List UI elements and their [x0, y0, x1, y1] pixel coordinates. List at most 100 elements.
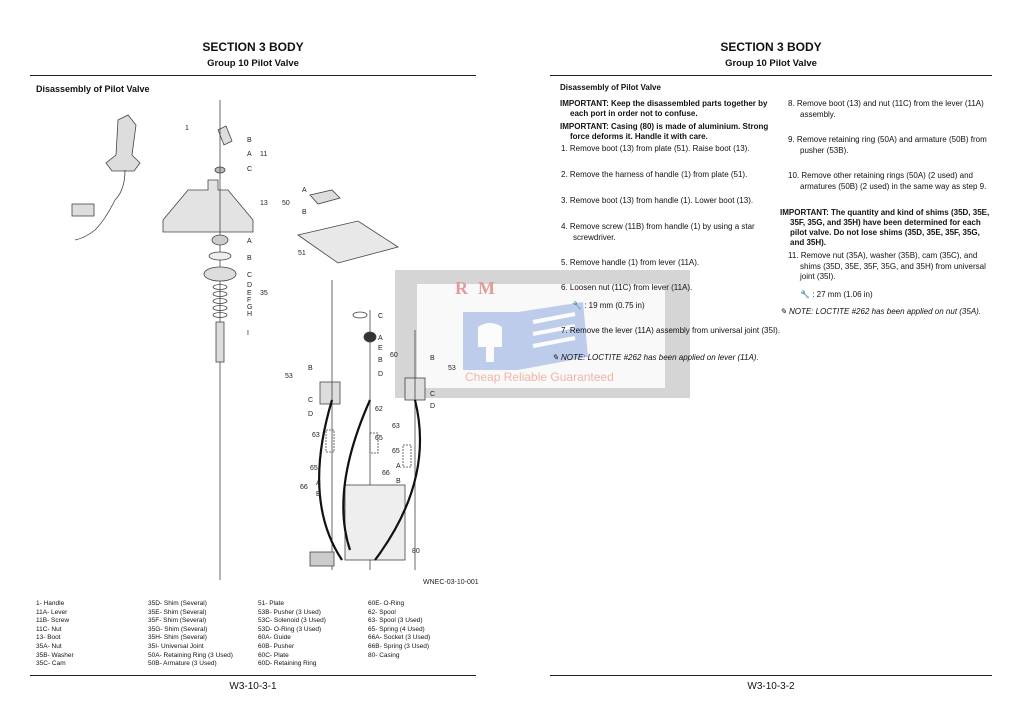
callout: 63 [312, 432, 320, 439]
callout: 11 [260, 151, 267, 158]
step: 11. Remove nut (35A), washer (35B), cam … [788, 251, 986, 281]
step: 3. Remove boot (13) from handle (1). Low… [561, 196, 754, 205]
pilot-valve-exploded-diagram: 1 B A 11 C 13 A B C D E 35 F G H I A 50 … [71, 100, 479, 586]
watermark-tagline: Cheap Reliable Guaranteed [465, 370, 614, 384]
figure-code: WNEC-03-10-001 [423, 579, 479, 586]
legend-item: 53C- Solenoid (3 Used) [258, 617, 326, 625]
callout: I [247, 330, 249, 337]
callout: B [378, 357, 383, 364]
callout: C [247, 166, 252, 173]
callout: A [396, 463, 401, 470]
callout: 63 [392, 423, 400, 430]
legend-item: 63- Spool (3 Used) [368, 617, 423, 625]
step: 6. Loosen nut (11C) from lever (11A). [561, 283, 693, 292]
callout: A [247, 238, 252, 245]
legend-item: 50B- Armature (3 Used) [148, 660, 217, 668]
callout: 50 [282, 200, 290, 207]
legend-item: 53D- O-Ring (3 Used) [258, 625, 322, 633]
callout: A [247, 151, 252, 158]
pencil-icon: ✎ [780, 307, 787, 316]
important-note: IMPORTANT: Casing (80) is made of alumin… [560, 122, 769, 141]
step: 4. Remove screw (11B) from handle (1) by… [561, 222, 755, 242]
step: 7. Remove the lever (11A) assembly from … [561, 326, 781, 335]
diagram-callouts: 1 B A 11 C 13 A B C D E 35 F G H I A 50 … [185, 125, 479, 586]
callout: B [247, 255, 252, 262]
step: 8. Remove boot (13) and nut (11C) from t… [788, 99, 984, 119]
group-title: Group 10 Pilot Valve [725, 58, 817, 69]
legend-item: 51- Plate [258, 600, 285, 607]
legend-item: 35H- Shim (Several) [148, 634, 207, 642]
section-title: SECTION 3 BODY [202, 40, 304, 54]
legend-item: 11C- Nut [36, 625, 62, 633]
legend-item: 66A- Socket (3 Used) [368, 634, 431, 642]
section-heading: Disassembly of Pilot Valve [560, 83, 661, 92]
callout: 60 [390, 352, 398, 359]
callout: D [378, 371, 383, 378]
legend-col-2: 35D- Shim (Several)35E- Shim (Several)35… [148, 600, 233, 669]
section-title: SECTION 3 BODY [720, 40, 822, 54]
callout: C [247, 272, 252, 279]
callout: E [247, 290, 252, 297]
legend-item: 60B- Pusher [258, 642, 295, 650]
callout: B [430, 355, 435, 362]
legend-item: 60D- Retaining Ring [258, 660, 317, 668]
legend-item: 60C- Plate [258, 651, 289, 659]
callout: D [247, 282, 252, 289]
legend-item: 60E- O-Ring [368, 600, 405, 607]
legend-item: 35E- Shim (Several) [148, 608, 207, 616]
section-heading: Disassembly of Pilot Valve [36, 84, 150, 94]
left-page: SECTION 3 BODY Group 10 Pilot Valve Disa… [30, 0, 479, 725]
callout: B [308, 365, 313, 372]
legend-item: 35B- Washer [36, 651, 74, 659]
callout: B [247, 137, 252, 144]
legend-item: 62- Spool [368, 608, 396, 616]
step: 9. Remove retaining ring (50A) and armat… [788, 135, 987, 155]
legend-item: 35G- Shim (Several) [148, 625, 208, 633]
callout: D [430, 403, 435, 410]
legend-item: 35I- Universal Joint [148, 642, 204, 650]
callout: A [302, 187, 307, 194]
callout: 66 [300, 484, 308, 491]
pencil-icon: ✎ [552, 353, 559, 362]
callout: H [247, 311, 252, 318]
important-note: IMPORTANT: Keep the disassembled parts t… [560, 99, 768, 118]
wrench-icon: 🔧 [800, 290, 810, 299]
callout: C [308, 397, 313, 404]
callout: 51 [298, 250, 306, 257]
step: 5. Remove handle (1) from lever (11A). [561, 258, 700, 267]
legend-item: 53B- Pusher (3 Used) [258, 608, 321, 616]
legend-item: 50A- Retaining Ring (3 Used) [148, 651, 233, 659]
legend-item: 80- Casing [368, 651, 400, 659]
note: ✎ NOTE: LOCTITE #262 has been applied on… [552, 353, 759, 362]
legend-item: 13- Boot [36, 634, 61, 642]
wrench-spec: 🔧 : 19 mm (0.75 in) [572, 301, 645, 310]
callout: 80 [412, 548, 420, 555]
callout: 53 [285, 373, 293, 380]
footer-rule [30, 675, 476, 676]
legend-item: 60A- Guide [258, 634, 291, 642]
note: ✎ NOTE: LOCTITE #262 has been applied on… [780, 307, 982, 316]
legend-item: 65- Spring (4 Used) [368, 625, 425, 633]
page-number: W3-10-3-2 [747, 681, 795, 692]
callout: 35 [260, 290, 268, 297]
watermark-logo [463, 302, 588, 370]
callout: 53 [448, 365, 456, 372]
callout: A [378, 335, 383, 342]
callout: G [247, 304, 252, 311]
right-page: SECTION 3 BODY Group 10 Pilot Valve Disa… [550, 0, 992, 725]
callout: E [378, 345, 383, 352]
legend-item: 35C- Cam [36, 660, 66, 668]
wrench-icon: 🔧 [572, 301, 582, 310]
legend-item: 35A- Nut [36, 642, 62, 650]
step: 10. Remove other retaining rings (50A) (… [788, 171, 987, 191]
callout: 65 [310, 465, 318, 472]
callout: B [396, 478, 401, 485]
step: 1. Remove boot (13) from plate (51). Rai… [561, 144, 750, 153]
callout: 13 [260, 200, 268, 207]
wrench-spec: 🔧 : 27 mm (1.06 in) [800, 290, 873, 299]
watermark: RM Cheap Reliable Guaranteed [395, 270, 690, 398]
page-number: W3-10-3-1 [229, 681, 277, 692]
callout: B [316, 491, 321, 498]
